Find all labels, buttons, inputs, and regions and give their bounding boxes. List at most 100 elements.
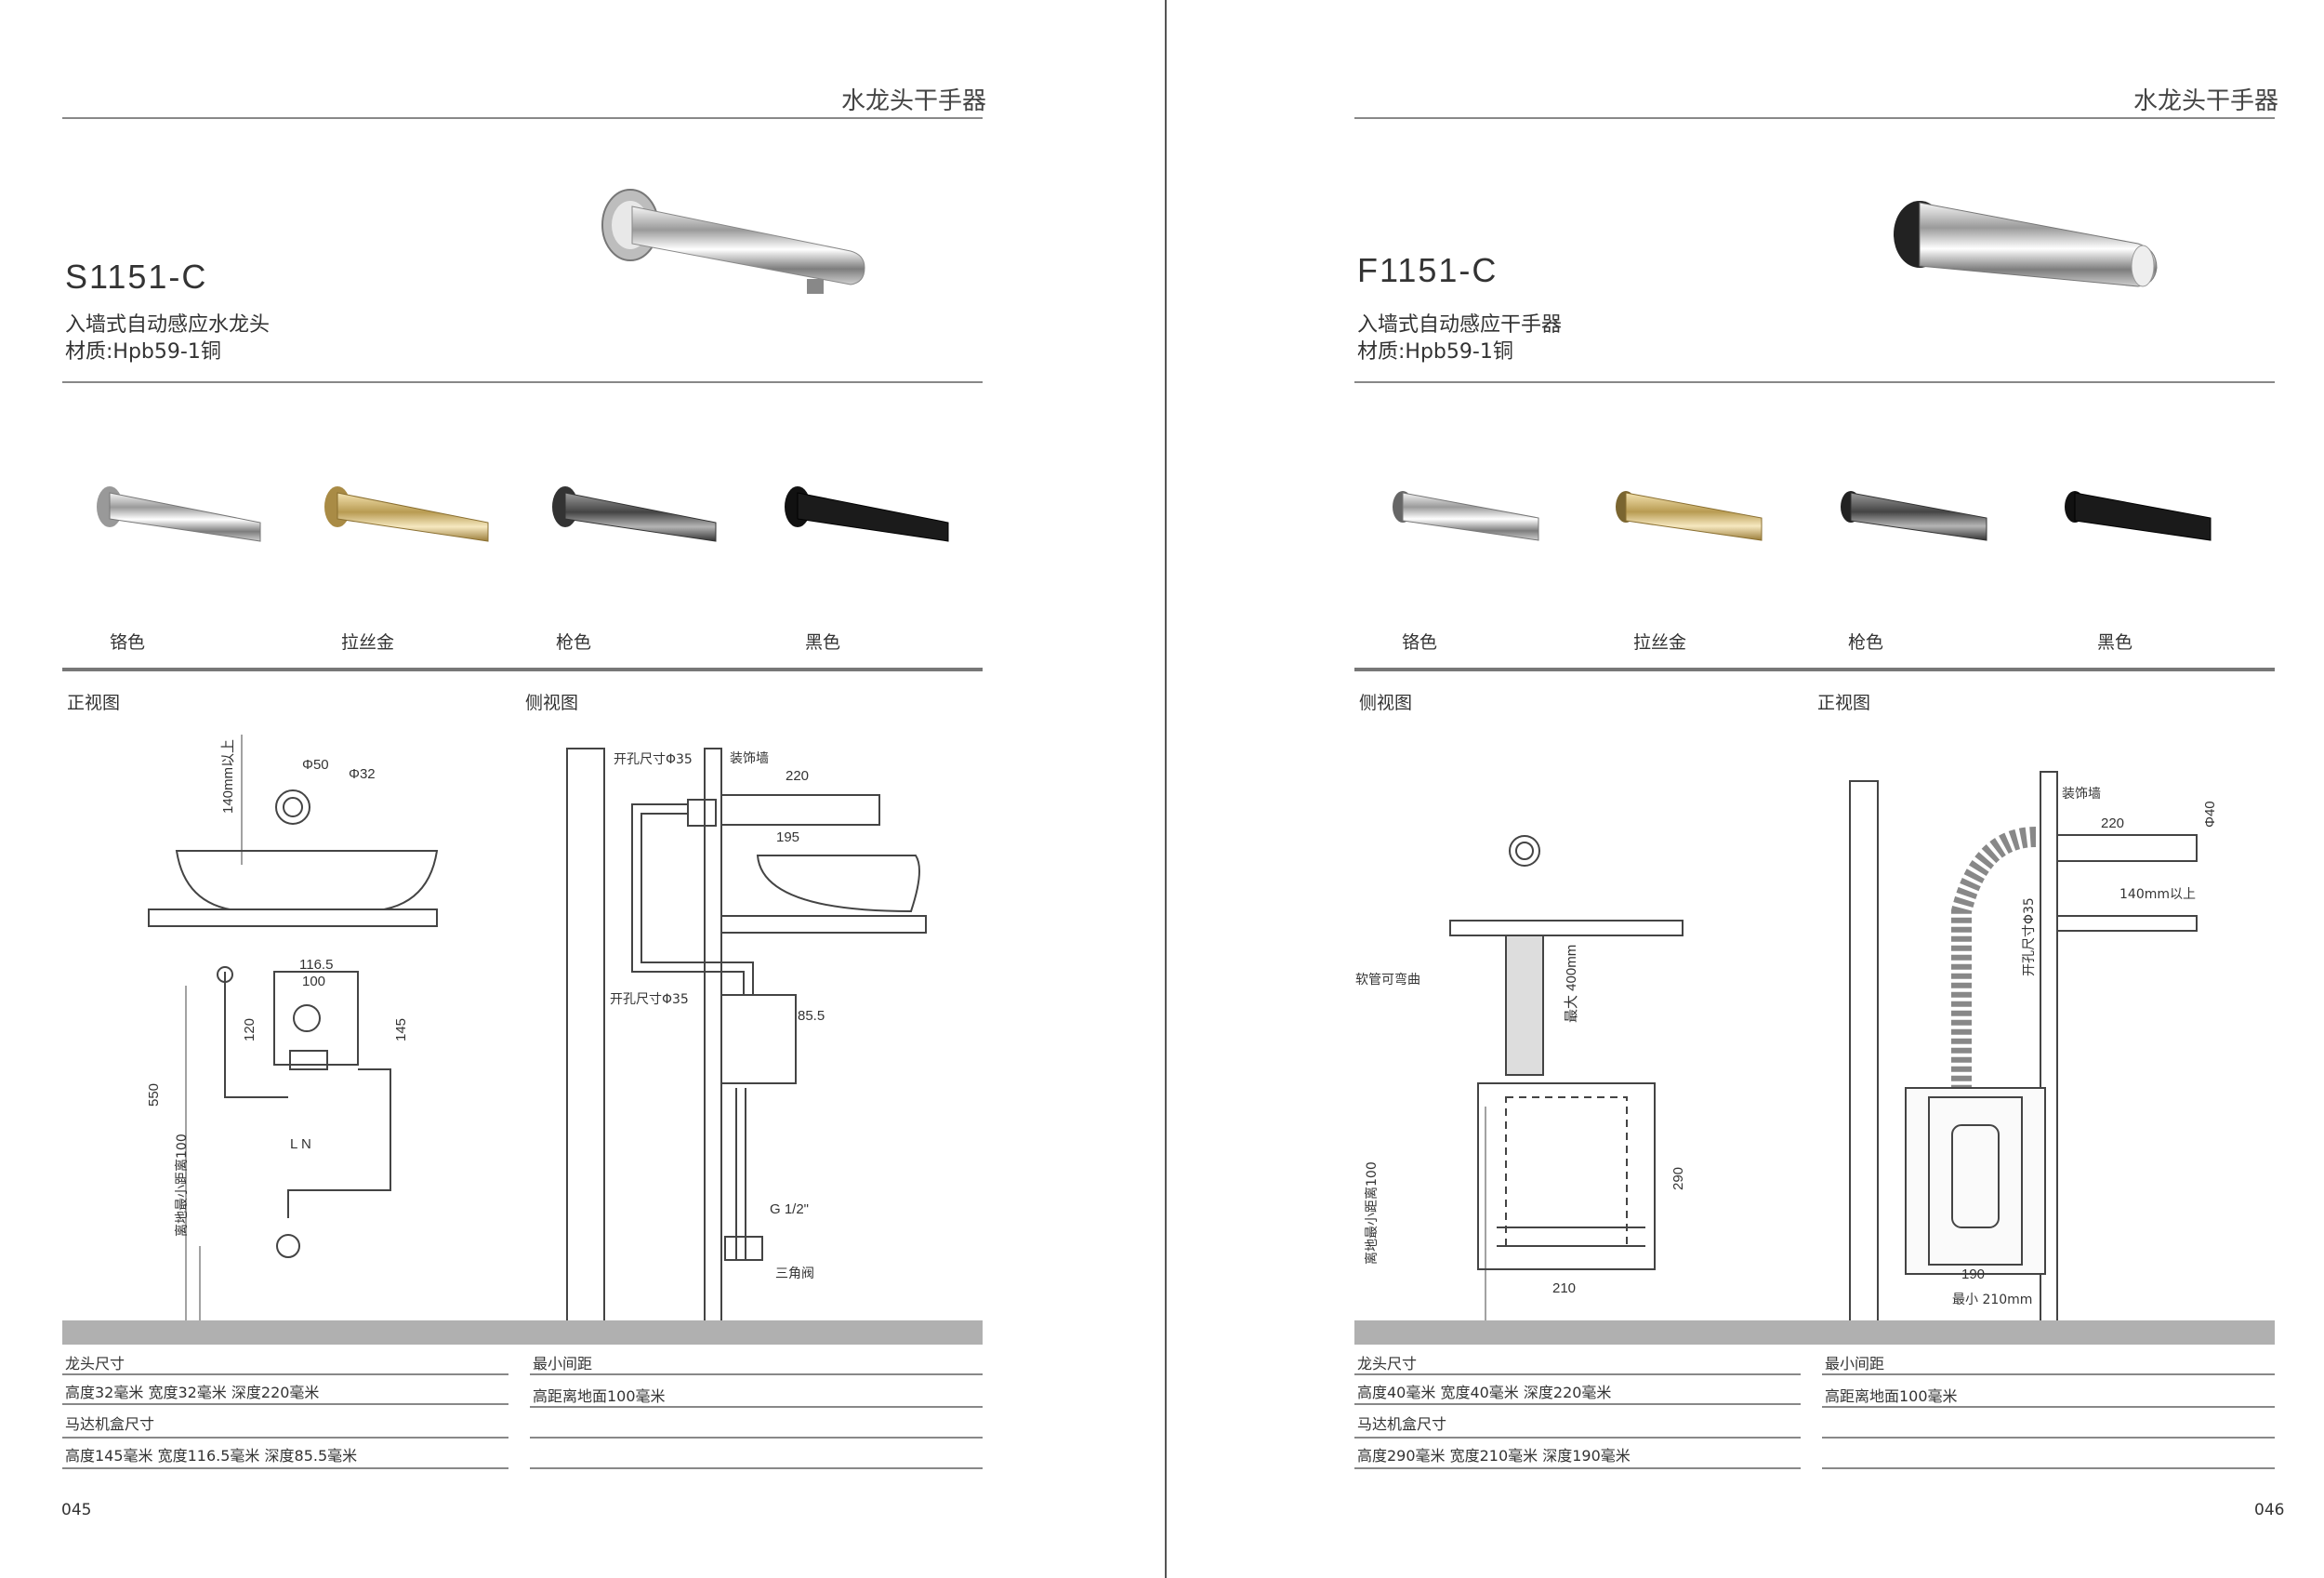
swatch-label-chrome: 铬色 — [1402, 632, 1438, 653]
dryer-side-drawing — [1449, 835, 1684, 1330]
model-number: S1151-C — [65, 258, 208, 296]
spec-line — [1822, 1467, 2275, 1469]
spec-line — [530, 1467, 983, 1469]
spec-gap-value: 高距离地面100毫米 — [1825, 1387, 1958, 1405]
label-wall: 装饰墙 — [2062, 787, 2101, 802]
left-page: 水龙头干手器 S1151-C 入墙式自动感应水龙头 材质:Hpb59-1铜 — [0, 0, 1116, 1578]
swatch-rule — [62, 668, 983, 671]
dim-116: 116.5 — [299, 957, 333, 973]
swatch-black-image — [785, 486, 949, 542]
dim-210: 210 — [1552, 1280, 1576, 1296]
spec-gap-title: 最小间距 — [1825, 1355, 1885, 1372]
dim-hole-bottom: 开孔尺寸Φ35 — [610, 992, 689, 1007]
spec-line — [530, 1437, 983, 1439]
model-number: F1151-C — [1357, 251, 1499, 289]
dim-140-min: 140mm以上 — [2119, 887, 2196, 902]
label-valve: 三角阀 — [775, 1266, 814, 1281]
info-rule — [1354, 381, 2275, 383]
dim-550: 550 — [146, 1083, 162, 1107]
spec-line — [1822, 1373, 2275, 1375]
hero-dryer-image — [1894, 201, 2158, 287]
front-view-title: 正视图 — [67, 693, 121, 713]
spec-line — [62, 1467, 508, 1469]
dim-hole-top: 开孔尺寸Φ35 — [614, 752, 693, 767]
dryer-front-drawing — [1849, 771, 2198, 1331]
label-hose: 软管可弯曲 — [1355, 972, 1420, 988]
dim-phi32: Φ32 — [349, 766, 376, 782]
dim-140-min: 140mm以上 — [220, 739, 236, 814]
dim-290: 290 — [1670, 1167, 1686, 1190]
product-description: 入墙式自动感应水龙头 — [65, 313, 271, 337]
dim-max-400: 最大 400mm — [1564, 945, 1579, 1023]
side-view-title: 侧视图 — [1359, 693, 1413, 713]
info-rule — [62, 381, 983, 383]
swatch-label-gold: 拉丝金 — [1633, 632, 1687, 653]
product-material: 材质:Hpb59-1铜 — [1357, 340, 1513, 364]
dim-145: 145 — [393, 1018, 409, 1041]
dim-phi40: Φ40 — [2202, 801, 2218, 828]
front-view-title: 正视图 — [1817, 693, 1871, 713]
dim-120: 120 — [242, 1018, 257, 1041]
dim-ln: L N — [290, 1136, 311, 1152]
spec-line — [1822, 1406, 2275, 1408]
swatch-label-black: 黑色 — [805, 632, 841, 653]
side-view-title: 侧视图 — [525, 693, 579, 713]
page-number: 045 — [61, 1501, 92, 1519]
spec-gap-title: 最小间距 — [533, 1355, 593, 1372]
swatch-gold-image — [1616, 491, 1763, 541]
product-material: 材质:Hpb59-1铜 — [65, 340, 221, 364]
dryer-side-dimensions: 软管可弯曲 最大 400mm 290 210 离地最小距离100 — [1355, 945, 1686, 1296]
header-rule — [1354, 117, 2275, 119]
swatch-chrome-image — [1393, 491, 1539, 541]
product-description: 入墙式自动感应干手器 — [1357, 313, 1563, 337]
swatch-rule — [1354, 668, 2275, 671]
spec-line — [62, 1437, 508, 1439]
spec-faucet-title: 龙头尺寸 — [65, 1355, 125, 1372]
dim-220: 220 — [2101, 816, 2124, 831]
dim-195: 195 — [776, 829, 799, 845]
page-number: 046 — [2254, 1501, 2285, 1519]
dim-85: 85.5 — [798, 1008, 825, 1024]
swatch-chrome-image — [97, 486, 261, 542]
spec-gap-value: 高距离地面100毫米 — [533, 1387, 666, 1405]
swatch-label-gunmetal: 枪色 — [1848, 632, 1884, 653]
floor-bar — [62, 1320, 983, 1345]
spec-line — [1822, 1437, 2275, 1439]
right-page: 水龙头干手器 F1151-C 入墙式自动感应干手器 材质:Hpb59-1铜 铬色… — [1292, 0, 2324, 1578]
spec-line — [1354, 1373, 1801, 1375]
dryer-front-dimensions: 装饰墙 220 Φ40 140mm以上 开孔尺寸Φ35 190 最小 210mm — [1952, 787, 2218, 1307]
spec-faucet-value: 高度32毫米 宽度32毫米 深度220毫米 — [65, 1384, 320, 1401]
hero-faucet-image — [601, 189, 865, 294]
swatch-gunmetal-image — [1841, 491, 1987, 541]
swatch-gold-image — [324, 486, 489, 542]
spec-line — [1354, 1437, 1801, 1439]
dim-min-100: 离地最小距离100 — [174, 1134, 190, 1237]
front-view-dimensions: Φ50 Φ32 140mm以上 116.5 100 120 145 550 离地… — [146, 739, 409, 1237]
spec-motor-value: 高度145毫米 宽度116.5毫米 深度85.5毫米 — [65, 1447, 358, 1465]
spec-faucet-value: 高度40毫米 宽度40毫米 深度220毫米 — [1357, 1384, 1612, 1401]
spec-motor-value: 高度290毫米 宽度210毫米 深度190毫米 — [1357, 1447, 1631, 1465]
spec-line — [1354, 1467, 1801, 1469]
side-view-dimensions: 开孔尺寸Φ35 装饰墙 220 195 开孔尺寸Φ35 85.5 G 1/2" … — [610, 751, 825, 1281]
spec-motor-title: 马达机盒尺寸 — [65, 1415, 155, 1433]
floor-bar — [1354, 1320, 2275, 1345]
swatch-label-chrome: 铬色 — [110, 632, 146, 653]
spec-motor-title: 马达机盒尺寸 — [1357, 1415, 1447, 1433]
dim-min-210: 最小 210mm — [1952, 1293, 2032, 1307]
dim-min-100: 离地最小距离100 — [1364, 1161, 1380, 1265]
swatch-label-gunmetal: 枪色 — [556, 632, 592, 653]
swatch-label-black: 黑色 — [2097, 632, 2133, 653]
spec-line — [1354, 1403, 1801, 1405]
header-title: 水龙头干手器 — [841, 87, 987, 115]
dim-phi50: Φ50 — [302, 757, 329, 773]
spec-line — [530, 1373, 983, 1375]
spread-divider — [1165, 0, 1167, 1578]
dim-hole: 开孔尺寸Φ35 — [2022, 897, 2037, 976]
spec-line — [62, 1373, 508, 1375]
dim-190: 190 — [1961, 1266, 1985, 1282]
spec-line — [62, 1403, 508, 1405]
label-wall: 装饰墙 — [730, 751, 769, 766]
header-title: 水龙头干手器 — [2133, 87, 2279, 115]
front-view-drawing — [148, 735, 439, 1330]
swatch-gunmetal-image — [552, 486, 717, 542]
